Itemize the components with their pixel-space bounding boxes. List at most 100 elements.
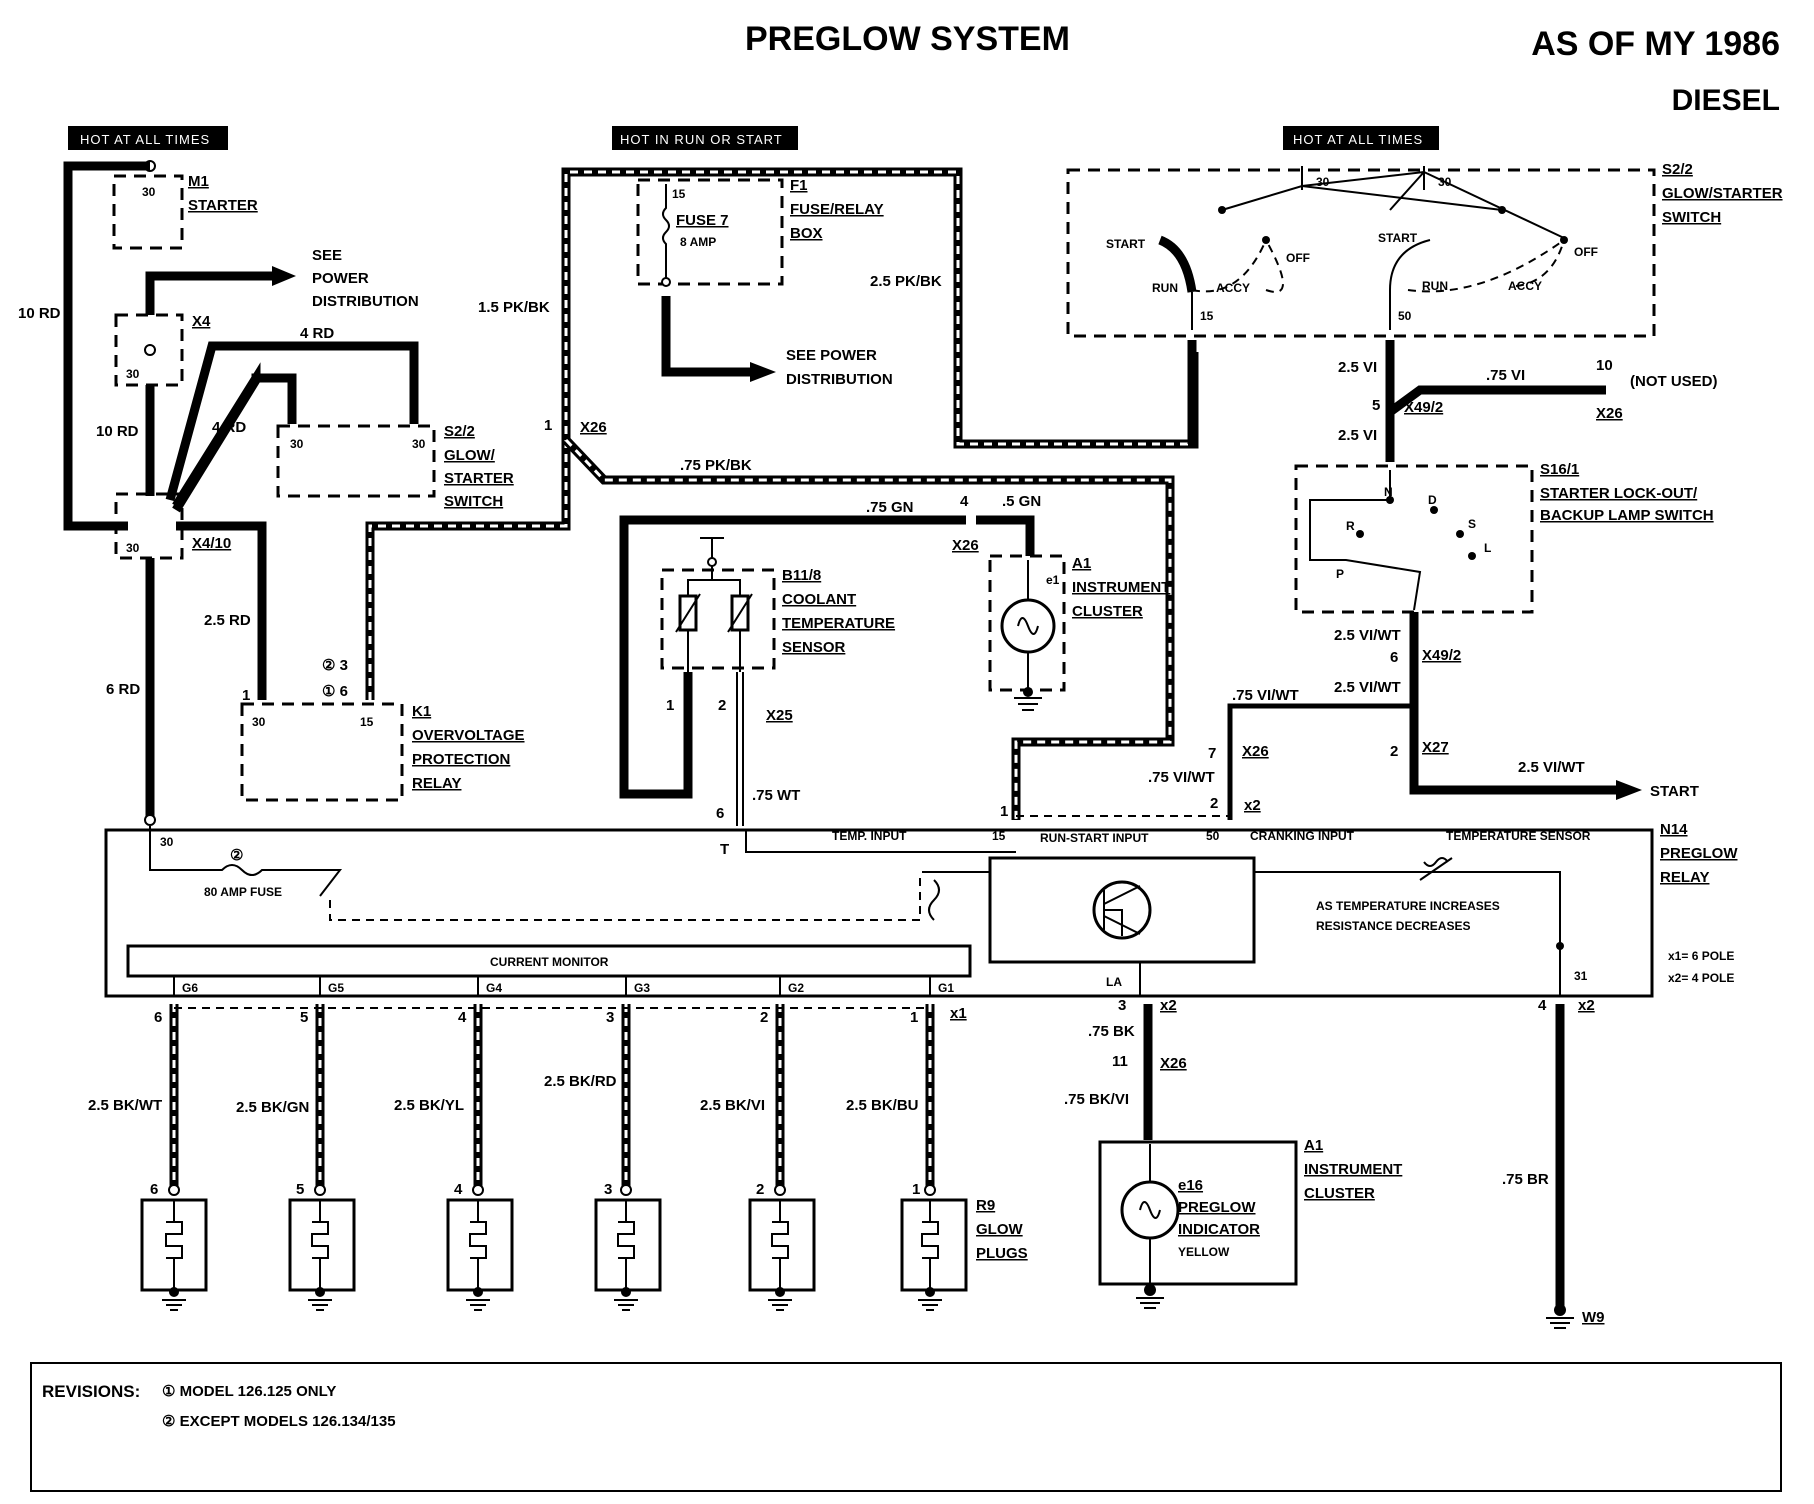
wire-label-pkbk15: 1.5 PK/BK: [478, 299, 550, 316]
see-power-1b: POWER: [312, 270, 369, 287]
s22-pin50: 50: [1398, 309, 1412, 323]
wire-label-bk75: .75 BK: [1088, 1023, 1135, 1040]
wire-label-10rd-a: 10 RD: [18, 305, 61, 322]
n14-control-module: [988, 856, 1256, 964]
see-power-1a: SEE: [312, 247, 342, 264]
g5-pin: 5: [300, 1009, 308, 1026]
x26-gn-pin: 4: [960, 493, 969, 510]
wire-label-pkbk75: .75 PK/BK: [680, 457, 752, 474]
g3-label: G3: [634, 981, 650, 995]
r9-name2: PLUGS: [976, 1245, 1028, 1262]
s22-off-a: OFF: [1286, 251, 1310, 265]
see-power-2b: DISTRIBUTION: [786, 371, 893, 388]
s22-run-a: RUN: [1152, 281, 1178, 295]
plug6-terminal: [168, 1184, 180, 1196]
model-year: AS OF MY 1986: [1531, 25, 1780, 63]
glow-output-group-g2: G2 2 2.5 BK/VI 2: [700, 976, 816, 1311]
revisions-panel: REVISIONS: ① MODEL 126.125 ONLY ② EXCEPT…: [30, 1362, 1782, 1492]
n14-variable-resistor: [1419, 857, 1453, 881]
x4-id: X4: [192, 313, 211, 330]
la-pin: 3: [1118, 997, 1126, 1014]
wire-label-4rd-a: 4 RD: [300, 325, 334, 342]
x26-notused-note: (NOT USED): [1630, 373, 1718, 390]
wire-label-viwt25a: 2.5 VI/WT: [1334, 627, 1401, 644]
see-power-1c: DISTRIBUTION: [312, 293, 419, 310]
glow-plug-3-element: [617, 1200, 635, 1294]
f1-fuse: FUSE 7: [676, 212, 729, 229]
arrow-power-dist-1: [272, 266, 296, 286]
s22-off-b: OFF: [1574, 245, 1598, 259]
s22-node-a: [1218, 206, 1226, 214]
f1-amp: 8 AMP: [680, 235, 716, 249]
n14-x2-pole: x2= 4 POLE: [1668, 971, 1734, 985]
wire-label-g2: 2.5 BK/VI: [700, 1097, 765, 1114]
s161-id: S16/1: [1540, 461, 1579, 478]
k1-rev2: ② 3: [322, 657, 348, 674]
plug5-terminal: [314, 1184, 326, 1196]
wire-label-viwt25c: 2.5 VI/WT: [1518, 759, 1585, 776]
glow-plug-1-ground-icon: [918, 1299, 942, 1311]
plug2-terminal: [774, 1184, 786, 1196]
w9-ground-icon: [1546, 1317, 1574, 1329]
g1-pin: 1: [910, 1009, 918, 1026]
plug2-pin: 2: [756, 1181, 764, 1198]
s161-box: [1294, 464, 1534, 614]
k1-name3: RELAY: [412, 775, 461, 792]
n14-cranking: CRANKING INPUT: [1250, 829, 1355, 843]
s22-off-node-a: [1262, 236, 1270, 244]
x25-pin2: 2: [718, 697, 726, 714]
diagram-title: PREGLOW SYSTEM: [745, 20, 1070, 58]
a1-bottom-name1: INSTRUMENT: [1304, 1161, 1402, 1178]
glow-plug-1-ground-node: [925, 1287, 935, 1297]
g6-label: G6: [182, 981, 198, 995]
glow-plug-6-ground-icon: [162, 1299, 186, 1311]
glow-plug-5-ground-node: [315, 1287, 325, 1297]
glow-plug-6-ground-node: [169, 1287, 179, 1297]
s161-d: D: [1428, 493, 1437, 507]
n14-name1: PREGLOW: [1660, 845, 1738, 862]
n14-sensor-line: [1254, 871, 1561, 946]
w9-pin: 4: [1538, 997, 1547, 1014]
w9-ground-node: [1554, 1304, 1566, 1316]
r9-id: R9: [976, 1197, 995, 1214]
s161-node-r: [1356, 530, 1364, 538]
glow-output-group-g1: G1 1 x1 2.5 BK/BU 1: [846, 976, 968, 1311]
b118-id: B11/8: [782, 567, 821, 584]
wire-label-g6: 2.5 BK/WT: [88, 1097, 162, 1114]
x492-bottom-pin: 6: [1390, 649, 1398, 666]
n14-temp-sensor: TEMPERATURE SENSOR: [1446, 829, 1591, 843]
s161-l: L: [1484, 541, 1491, 555]
g1-label: G1: [938, 981, 954, 995]
hot-in-run-tag: [612, 126, 798, 150]
s22-start-b: START: [1378, 231, 1418, 245]
s22-right-id: S2/2: [1662, 161, 1693, 178]
glow-plug-5-element: [311, 1200, 329, 1294]
f1-id: F1: [790, 177, 808, 194]
glow-output-group-g5: G5 5 2.5 BK/GN 5: [236, 976, 356, 1311]
wire-label-g5: 2.5 BK/GN: [236, 1099, 309, 1116]
n14-note1: AS TEMPERATURE INCREASES: [1316, 899, 1500, 913]
a1-bottom-filament: [1139, 1201, 1161, 1219]
plug1-pin: 1: [912, 1181, 920, 1198]
x26-gn-id: X26: [952, 537, 979, 554]
s22-pin30a: 30: [1316, 175, 1330, 189]
s22-right-name2: SWITCH: [1662, 209, 1721, 226]
s22-start-a: START: [1106, 237, 1146, 251]
s22-run-off-dash-b: [1407, 239, 1565, 293]
wire-label-vi75: .75 VI: [1486, 367, 1525, 384]
n14-fuse-path: [149, 826, 343, 897]
wire-gn5: [976, 515, 1035, 556]
plug4-terminal: [472, 1184, 484, 1196]
a1-bottom-lamp-id: e16: [1178, 1177, 1203, 1194]
s161-node-d: [1430, 506, 1438, 514]
n14-transistor-symbol: [1103, 885, 1141, 936]
wire-label-gn5: .5 GN: [1002, 493, 1041, 510]
x2-mid-id: x2: [1244, 797, 1261, 814]
b118-leads: [687, 630, 741, 672]
x2-mid-pin: 2: [1210, 795, 1218, 812]
see-power-2a: SEE POWER: [786, 347, 877, 364]
s161-name2: BACKUP LAMP SWITCH: [1540, 507, 1714, 524]
f1-terminal: [661, 277, 671, 287]
s161-node-s: [1456, 530, 1464, 538]
